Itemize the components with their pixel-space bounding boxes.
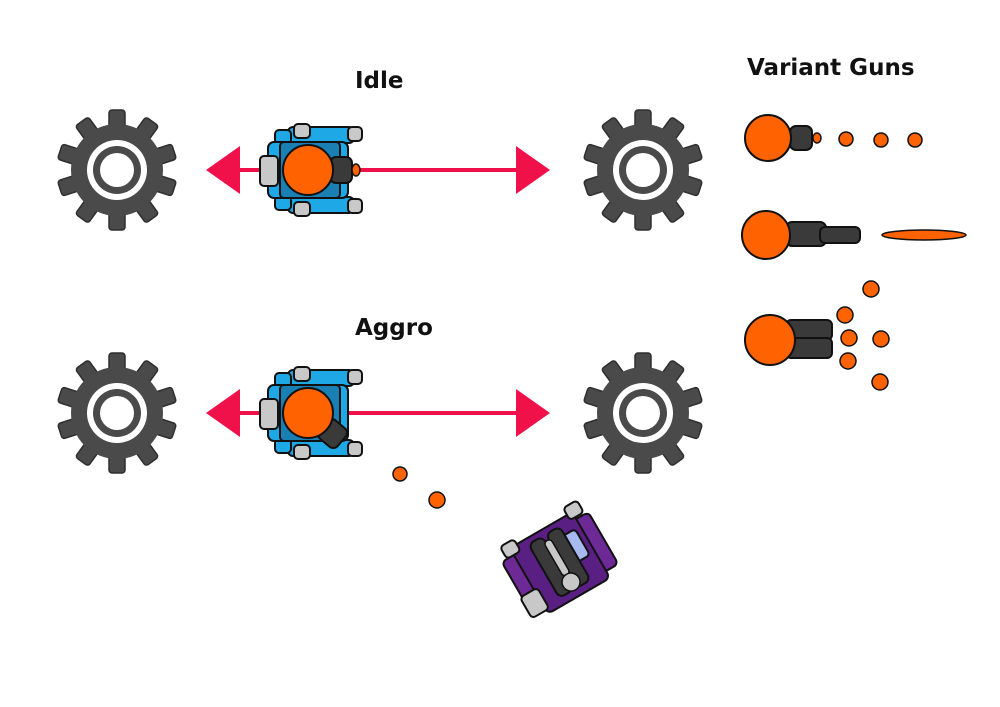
single-barrel-gun-icon <box>744 114 822 162</box>
orange-bullet-icon <box>838 131 854 147</box>
gear-icon <box>582 109 704 231</box>
orange-bullet-icon <box>873 132 889 148</box>
purple-tank-icon <box>500 500 618 618</box>
orange-bullet-icon <box>839 352 857 370</box>
orange-bullet-icon <box>872 330 890 348</box>
orange-bullet-icon <box>392 466 408 482</box>
orange-bullet-icon <box>871 373 889 391</box>
aggro-label: Aggro <box>355 315 433 341</box>
laser-beam-icon <box>881 229 967 241</box>
blue-tank-icon <box>259 123 363 217</box>
orange-bullet-icon <box>836 306 854 324</box>
orange-bullet-icon <box>840 329 858 347</box>
idle-label: Idle <box>355 68 404 94</box>
gear-icon <box>56 352 178 474</box>
gear-icon <box>582 352 704 474</box>
variant-guns-label: Variant Guns <box>747 55 915 81</box>
blue-tank-icon <box>259 366 363 460</box>
long-barrel-gun-icon <box>741 210 861 260</box>
orange-bullet-icon <box>428 491 446 509</box>
double-arrow-icon <box>206 389 550 437</box>
gear-icon <box>56 109 178 231</box>
orange-bullet-icon <box>907 132 923 148</box>
orange-bullet-icon <box>862 280 880 298</box>
double-arrow-icon <box>206 146 550 194</box>
double-barrel-gun-icon <box>744 314 833 366</box>
